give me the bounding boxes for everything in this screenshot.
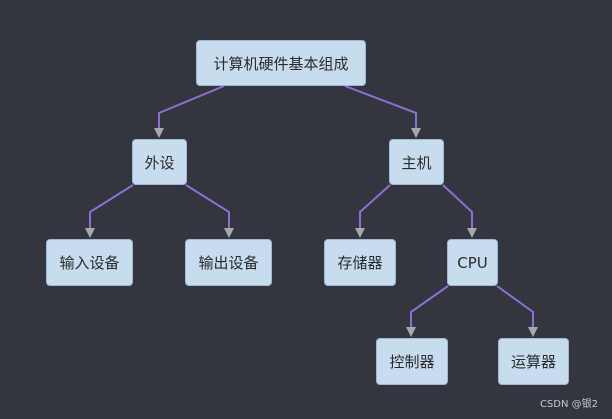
node-peripheral: 外设 [132, 139, 187, 185]
node-output-device: 输出设备 [185, 239, 272, 286]
node-cpu: CPU [447, 239, 498, 286]
arrowhead-icon [85, 228, 95, 238]
node-controller: 控制器 [376, 338, 448, 385]
edge-line [496, 285, 534, 329]
node-input-device: 输入设备 [46, 239, 133, 286]
edge-line [185, 184, 230, 230]
edge-line [442, 184, 473, 230]
edge-root-host [344, 85, 421, 138]
edge-line [89, 184, 134, 230]
node-host: 主机 [389, 139, 444, 185]
edge-cpu-controller [406, 285, 449, 337]
arrowhead-icon [355, 228, 365, 238]
node-memory: 存储器 [324, 239, 396, 286]
arrowhead-icon [224, 228, 234, 238]
watermark: CSDN @银2 [539, 399, 598, 410]
edge-cpu-alu [496, 285, 538, 337]
edge-host-memory [355, 184, 391, 238]
edge-root-peripheral [154, 85, 225, 138]
edge-line [344, 85, 417, 130]
edge-line [359, 184, 391, 230]
arrowhead-icon [406, 327, 416, 337]
edge-line [410, 285, 449, 329]
edge-host-cpu [442, 184, 477, 238]
node-alu: 运算器 [498, 338, 569, 385]
arrowhead-icon [411, 128, 421, 138]
arrowhead-icon [467, 228, 477, 238]
edge-peripheral-input [85, 184, 134, 238]
node-root: 计算机硬件基本组成 [196, 40, 366, 86]
edge-peripheral-output [185, 184, 234, 238]
edge-line [158, 85, 225, 130]
arrowhead-icon [528, 327, 538, 337]
arrowhead-icon [154, 128, 164, 138]
